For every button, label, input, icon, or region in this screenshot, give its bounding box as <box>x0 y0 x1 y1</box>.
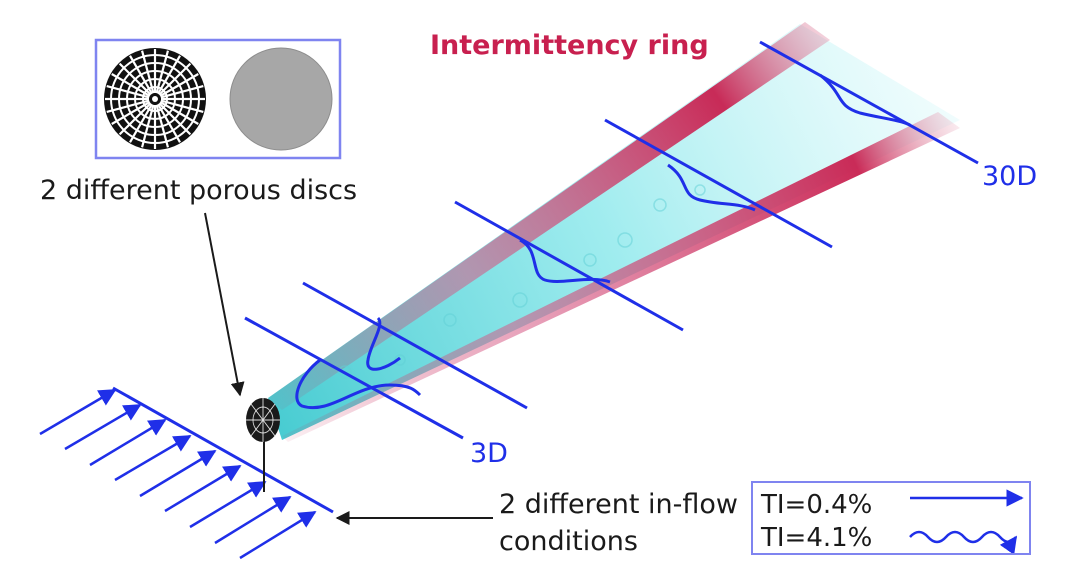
turbine-disc-icon <box>246 398 280 442</box>
legend-item-low-ti: TI=0.4% <box>761 490 873 520</box>
inflow-conditions-caption: 2 different in-flow conditions <box>499 489 738 557</box>
arrow-icon <box>214 495 292 545</box>
solid-disc-icon <box>229 47 333 151</box>
arrow-icon <box>64 403 142 451</box>
arrow-icon <box>39 388 117 436</box>
arrow-icon <box>139 449 217 498</box>
porous-disc-icon <box>104 48 206 150</box>
station-2-line <box>302 281 528 410</box>
profile-2 <box>366 316 401 371</box>
intermittency-ring-label: Intermittency ring <box>430 30 709 61</box>
station-3d-label: 3D <box>470 438 508 469</box>
arrow-icon <box>189 480 267 529</box>
velocity-profiles <box>295 73 911 410</box>
legend-item-high-ti: TI=4.1% <box>761 523 873 553</box>
legend: TI=0.4% TI=4.1% <box>751 481 1031 555</box>
intermittency-ring-lower <box>282 112 960 442</box>
station-30d-line <box>759 40 979 165</box>
profile-3 <box>519 238 611 284</box>
profile-3d <box>295 358 422 410</box>
inflow-arrows <box>39 388 317 560</box>
inflow-plane <box>112 386 334 514</box>
station-3d-line <box>244 316 464 440</box>
disc-callout-arrow <box>204 212 245 397</box>
porous-discs-caption: 2 different porous discs <box>40 175 358 206</box>
arrow-icon <box>239 510 317 560</box>
legend-wavy-line <box>909 530 1018 555</box>
arrow-icon <box>89 418 167 467</box>
profile-4 <box>667 163 756 212</box>
profile-stations <box>244 40 979 440</box>
wake-cone <box>268 24 960 440</box>
arrow-icon <box>114 434 192 482</box>
intermittency-ring-upper <box>268 22 830 410</box>
station-4-line <box>604 118 833 249</box>
station-3-line <box>454 200 684 332</box>
station-30d-label: 30D <box>982 161 1038 192</box>
profile-30d <box>819 73 911 127</box>
arrow-icon <box>164 464 242 513</box>
